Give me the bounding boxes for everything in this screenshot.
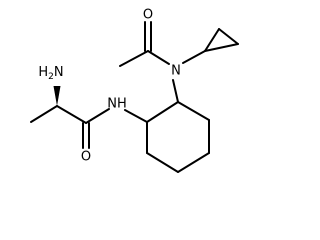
atom-label-amino: H2N bbox=[38, 65, 63, 82]
atom-label-o-bottom: O bbox=[81, 150, 91, 165]
bond-n-to-carbonyl bbox=[147, 50, 170, 65]
cyclopropyl-ring bbox=[182, 28, 239, 64]
amino-n: N bbox=[54, 65, 64, 80]
bond-ring-to-n bbox=[172, 79, 179, 103]
cyclopropyl-bond-2 bbox=[218, 28, 239, 45]
bond-ring-to-nh bbox=[124, 109, 148, 123]
amino-h: H bbox=[38, 65, 48, 80]
bond-n-to-cyclopropyl bbox=[182, 50, 206, 64]
cyclopropyl-bond-3 bbox=[204, 43, 239, 52]
ring-bond-1 bbox=[146, 101, 179, 123]
ring-bond-4 bbox=[177, 152, 210, 173]
bond-carbonyl-to-methyl bbox=[119, 50, 149, 67]
cyclopropyl-bond-1 bbox=[204, 28, 220, 52]
bond-nh-to-carbonyl bbox=[85, 108, 110, 124]
atom-label-o-top: O bbox=[143, 8, 153, 23]
stereo-wedge-bond bbox=[53, 86, 61, 106]
bond-carbonyl-to-alpha-carbon bbox=[56, 105, 87, 124]
alanine-amide bbox=[30, 86, 148, 149]
atom-label-nh: NH bbox=[107, 97, 127, 112]
amino-subscript: 2 bbox=[48, 72, 54, 82]
atom-labels: O N H2N NH O bbox=[38, 8, 180, 165]
ring-bond-5 bbox=[146, 152, 179, 173]
cyclohexane-ring bbox=[146, 101, 210, 173]
atom-label-n-top: N bbox=[171, 64, 181, 79]
acetyl-group bbox=[119, 21, 179, 103]
ring-bond-2 bbox=[177, 101, 210, 121]
bond-alpha-to-methyl bbox=[30, 105, 58, 123]
chemical-structure: O N H2N NH O bbox=[30, 8, 239, 173]
